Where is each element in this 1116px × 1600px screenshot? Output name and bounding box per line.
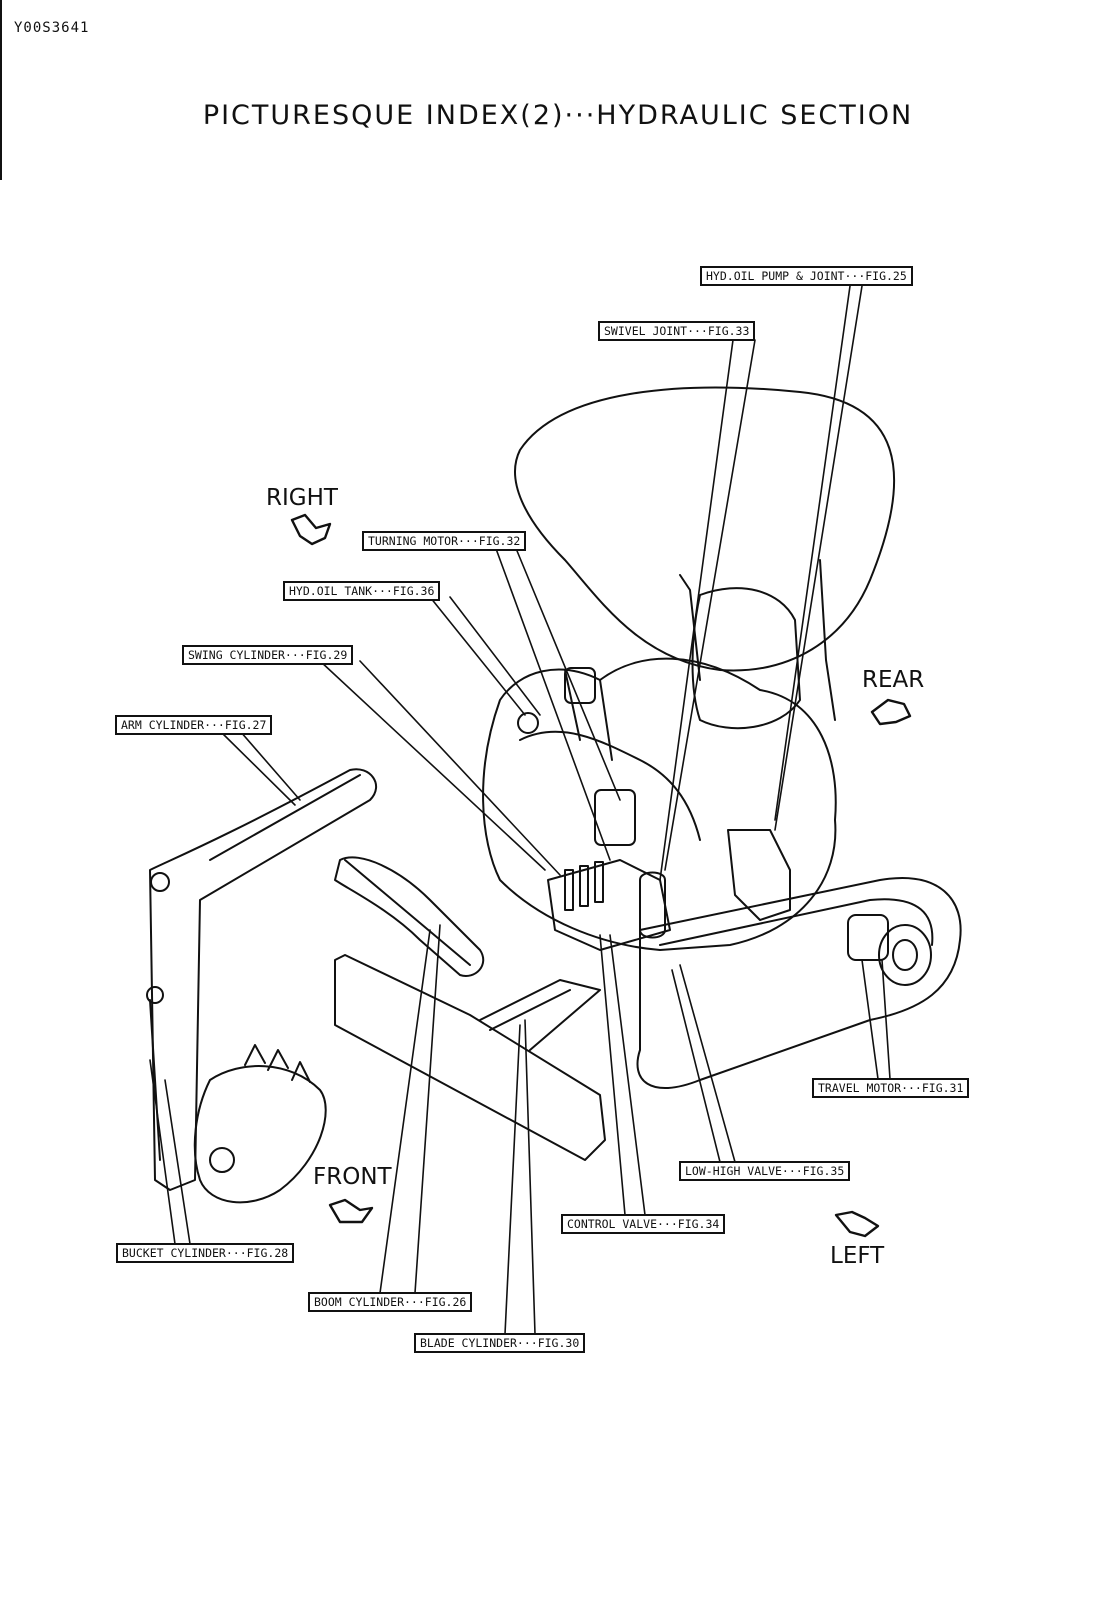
callout-travel-motor: TRAVEL MOTOR···FIG.31: [812, 1078, 970, 1098]
callout-blade-cylinder: BLADE CYLINDER···FIG.30: [414, 1333, 586, 1353]
callout-arm-cylinder: ARM CYLINDER···FIG.27: [115, 715, 273, 735]
travel-motor-body: [847, 914, 889, 961]
document-id: Y00S3641: [14, 20, 90, 36]
bucket: [193, 1065, 327, 1204]
bucket-teeth: [244, 1044, 311, 1083]
blade-arm: [479, 979, 601, 1051]
left-arrow-icon: [834, 1210, 880, 1238]
direction-right-label: RIGHT: [266, 485, 338, 511]
valve-spool-3: [594, 861, 604, 903]
arm-pivot: [150, 872, 170, 892]
track-frame: [636, 877, 962, 1090]
dozer-blade: [334, 954, 606, 1161]
canopy-roof: [514, 386, 896, 672]
callout-low-high-valve: LOW-HIGH VALVE···FIG.35: [679, 1161, 851, 1181]
leader-lines: [149, 285, 891, 1335]
blade-cylinder: [489, 989, 571, 1031]
page-edge-line: [0, 0, 2, 180]
callout-bucket-cylinder: BUCKET CYLINDER···FIG.28: [116, 1243, 295, 1263]
valve-spool-2: [579, 865, 589, 907]
valve-spool-1: [564, 869, 574, 911]
lever-right: [599, 679, 613, 761]
bucket-cylinder: [149, 999, 161, 1161]
callout-boom-cylinder: BOOM CYLINDER···FIG.26: [308, 1292, 473, 1312]
canopy-pillar-right: [819, 559, 836, 721]
rear-arrow-icon: [870, 698, 912, 726]
bucket-link: [209, 1147, 235, 1173]
upper-body: [482, 657, 837, 951]
direction-rear-label: REAR: [862, 667, 925, 693]
callout-hyd-oil-pump: HYD.OIL PUMP & JOINT···FIG.25: [700, 266, 913, 286]
callout-swing-cylinder: SWING CYLINDER···FIG.29: [182, 645, 354, 665]
arm-cylinder: [209, 774, 361, 861]
control-valve-bank: [547, 859, 671, 951]
track-inner: [659, 898, 934, 946]
travel-motor-drum: [878, 924, 932, 986]
pump-unit: [727, 829, 791, 921]
callout-swivel-joint: SWIVEL JOINT···FIG.33: [598, 321, 756, 341]
boom: [334, 856, 485, 977]
lever-left: [564, 669, 581, 741]
travel-motor-hub: [892, 939, 918, 971]
canopy-pillar-left: [679, 574, 701, 681]
boom-cylinder: [344, 859, 471, 966]
page-title: PICTURESQUE INDEX(2)···HYDRAULIC SECTION: [202, 100, 914, 131]
swivel-joint: [639, 871, 666, 939]
oil-tank-cap: [517, 712, 539, 734]
callout-control-valve: CONTROL VALVE···FIG.34: [561, 1214, 726, 1234]
callout-hyd-oil-tank: HYD.OIL TANK···FIG.36: [283, 581, 441, 601]
right-arrow-icon: [290, 513, 332, 546]
arm: [149, 768, 377, 1191]
body-inner-line: [519, 730, 701, 841]
direction-left-label: LEFT: [830, 1243, 885, 1269]
callout-turning-motor: TURNING MOTOR···FIG.32: [362, 531, 527, 551]
bucket-cylinder-pin: [146, 986, 164, 1004]
front-arrow-icon: [328, 1198, 374, 1224]
direction-front-label: FRONT: [313, 1164, 392, 1190]
